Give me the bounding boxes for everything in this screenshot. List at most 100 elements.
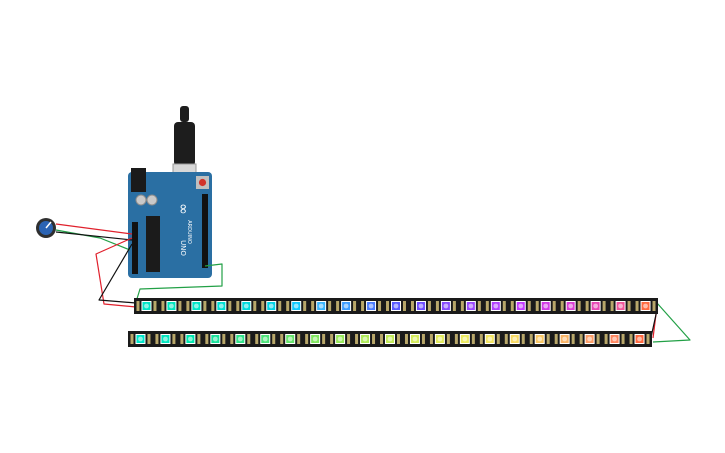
strip-bottom-pad — [155, 334, 159, 344]
strip-top-pad — [253, 301, 257, 311]
capacitor-1 — [135, 194, 147, 206]
strip-top-pad — [635, 301, 639, 311]
strip-bottom-pad — [546, 334, 550, 344]
strip-top-pad — [602, 301, 606, 311]
led-strip-bottom[interactable] — [128, 331, 652, 347]
power-jack — [131, 168, 146, 192]
strip-bottom-pad — [479, 334, 483, 344]
strip-top-pad — [577, 301, 581, 311]
strip-bottom-pad — [404, 334, 408, 344]
strip-bottom-pad — [554, 334, 558, 344]
pot-signal-wire[interactable] — [55, 229, 131, 251]
strip-top-pad — [560, 301, 564, 311]
board-to-strip-ground-wire[interactable] — [98, 243, 137, 304]
board-to-strip-power-wire[interactable] — [95, 237, 137, 308]
strip-top-pad — [336, 301, 340, 311]
pot-power-wire[interactable] — [55, 223, 133, 235]
strip-bottom-pad — [355, 334, 359, 344]
strip-bottom-pad — [579, 334, 583, 344]
strip-bottom-led-die — [138, 336, 143, 342]
strip-bottom-pad — [322, 334, 326, 344]
strip-bottom-led-die — [262, 336, 268, 342]
strip-top-pad — [236, 301, 240, 311]
strip-top-pad — [261, 301, 265, 311]
potentiometer-indicator — [45, 221, 52, 229]
strip-bottom-pad — [646, 334, 650, 344]
strip-top-led-die — [243, 303, 249, 309]
strip-top-pad — [410, 301, 414, 311]
strip-bottom-pad — [180, 334, 184, 344]
strip-top-pad — [552, 301, 556, 311]
strip-top-pad — [328, 301, 332, 311]
strip-top-pad — [178, 301, 182, 311]
led-strip-top[interactable] — [134, 298, 658, 314]
strip-bottom-led-die — [412, 336, 418, 342]
strip-top-pad — [353, 301, 357, 311]
strip-bottom-pad — [247, 334, 251, 344]
strip-bottom-led-die — [487, 336, 493, 342]
strip-bottom-led-die — [587, 336, 593, 342]
strip-top-pad — [286, 301, 290, 311]
strip-bottom-pad — [496, 334, 500, 344]
strip-bottom-pad — [230, 334, 234, 344]
strip-bottom-pad — [396, 334, 400, 344]
strip-top-led-die — [593, 303, 599, 309]
strip-bottom-pad — [297, 334, 301, 344]
strip-bottom-led-die — [387, 336, 393, 342]
strip-top-led-die — [368, 303, 374, 309]
capacitor-2 — [146, 194, 158, 206]
strip-bottom-led-die — [312, 336, 318, 342]
usb-plug-tip — [180, 106, 189, 122]
strip-top-pad — [361, 301, 365, 311]
strip-bottom-pad — [172, 334, 176, 344]
strip-bottom-pad — [222, 334, 226, 344]
strip-bottom-pad — [372, 334, 376, 344]
strip-top-pad — [136, 301, 140, 311]
strip-bottom-pad — [571, 334, 575, 344]
strip-top-pad — [477, 301, 481, 311]
strip-top-led-die — [618, 303, 623, 309]
strip-top-led-die — [493, 303, 499, 309]
strip-bottom-pad — [330, 334, 334, 344]
strip-top-led-die — [543, 303, 549, 309]
strip-bottom-pad — [130, 334, 134, 344]
board-model: UNO — [179, 240, 187, 256]
strip-top-pad — [652, 301, 656, 311]
strip-top-pad — [452, 301, 456, 311]
strip-bottom-pad — [421, 334, 425, 344]
reset-button[interactable] — [198, 178, 207, 187]
strip-bottom-pad — [197, 334, 201, 344]
strip-bottom-led-die — [462, 336, 468, 342]
strip-top-led-die — [268, 303, 274, 309]
strip-top-led-die — [568, 303, 574, 309]
strip-bottom-pad — [305, 334, 309, 344]
strip-bottom-led-die — [237, 336, 243, 342]
strip-top-led-die — [193, 303, 199, 309]
potentiometer[interactable] — [36, 218, 56, 238]
strip-top-pad — [303, 301, 307, 311]
strip-top-pad — [610, 301, 614, 311]
strip-top-led-die — [443, 303, 449, 309]
strip-top-led-die — [643, 303, 648, 309]
strip-bottom-led-die — [537, 336, 543, 342]
strip-bottom-pad — [280, 334, 284, 344]
strip-bottom-led-die — [612, 336, 617, 342]
strip-top-led-die — [518, 303, 524, 309]
strip-bottom-pad — [604, 334, 608, 344]
strip-bottom-pad — [429, 334, 433, 344]
strip-bottom-led-die — [637, 336, 642, 342]
strip-bottom-led-die — [437, 336, 443, 342]
strip-bottom-led-die — [163, 336, 168, 342]
strip-top-pad — [186, 301, 190, 311]
strip-top-pad — [627, 301, 631, 311]
board-to-strip-data-wire[interactable] — [135, 263, 223, 303]
strip-chain-data-wire[interactable] — [652, 302, 691, 343]
strip-top-led-die — [318, 303, 324, 309]
strip-bottom-pad — [205, 334, 209, 344]
strip-top-pad — [311, 301, 315, 311]
pot-ground-wire[interactable] — [55, 231, 133, 241]
strip-bottom-led-die — [287, 336, 293, 342]
strip-top-led-die — [418, 303, 424, 309]
arduino-uno-board[interactable]: ∞ ARDUINO UNO — [128, 168, 212, 278]
digital-header — [202, 194, 208, 268]
